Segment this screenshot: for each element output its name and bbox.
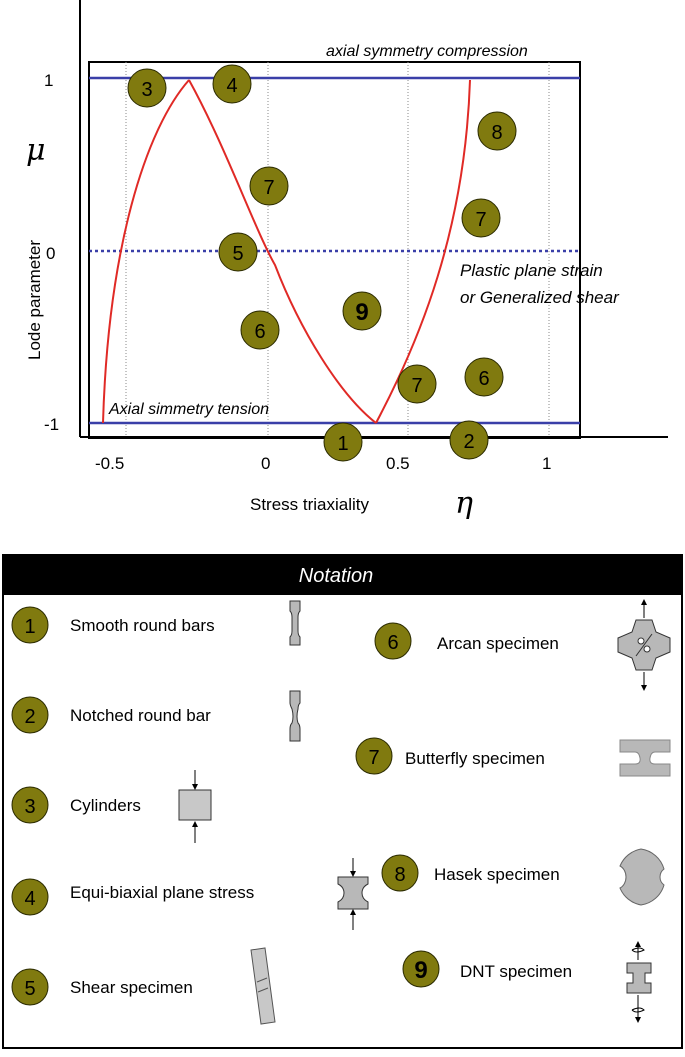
legend-label-5: Shear specimen xyxy=(70,978,193,997)
legend-item-5: 5 Shear specimen xyxy=(11,947,276,1025)
legend-item-9: 9 DNT specimen xyxy=(402,941,652,1023)
marker-3: 3 xyxy=(127,68,167,108)
x-tick-neg05: -0.5 xyxy=(95,454,124,473)
notched-round-bar-icon xyxy=(289,690,301,742)
svg-text:9: 9 xyxy=(355,299,368,326)
compression-label: axial symmetry compression xyxy=(326,43,528,60)
hasek-specimen-icon xyxy=(619,848,665,906)
svg-text:1: 1 xyxy=(337,433,348,455)
marker-9: 9 xyxy=(342,291,382,331)
y-tick-1: 1 xyxy=(44,71,53,90)
marker-7-lower: 7 xyxy=(397,364,437,404)
svg-text:7: 7 xyxy=(263,177,274,199)
plane-strain-label-1: Plastic plane strain xyxy=(460,261,603,280)
legend-label-3: Cylinders xyxy=(70,796,141,815)
plot-area: axial symmetry compression Axial simmetr… xyxy=(25,0,668,521)
shear-specimen-icon xyxy=(250,947,276,1025)
x-axis-symbol: η xyxy=(455,486,473,521)
arcan-specimen-icon xyxy=(617,599,671,691)
marker-6-left: 6 xyxy=(240,310,280,350)
x-tick-0: 0 xyxy=(261,454,270,473)
legend-item-3: 3 Cylinders xyxy=(11,770,212,843)
y-tick-neg1: -1 xyxy=(44,415,59,434)
marker-7-upper-right: 7 xyxy=(461,198,501,238)
svg-text:7: 7 xyxy=(368,747,379,769)
x-tick-05: 0.5 xyxy=(386,454,410,473)
svg-text:6: 6 xyxy=(254,321,265,343)
legend-item-7: 7 Butterfly specimen xyxy=(355,737,671,777)
legend-label-7: Butterfly specimen xyxy=(405,749,545,768)
legend-item-8: 8 Hasek specimen xyxy=(381,848,665,906)
legend-label-4: Equi-biaxial plane stress xyxy=(70,883,254,902)
legend-item-2: 2 Notched round bar xyxy=(11,690,301,742)
svg-text:1: 1 xyxy=(24,616,35,638)
svg-text:2: 2 xyxy=(24,706,35,728)
marker-1: 1 xyxy=(323,422,363,462)
marker-4: 4 xyxy=(212,64,252,104)
red-curve-left xyxy=(102,79,190,424)
notation-header xyxy=(2,554,683,594)
smooth-round-bar-icon xyxy=(289,600,301,646)
marker-5: 5 xyxy=(218,232,258,272)
svg-text:6: 6 xyxy=(387,632,398,654)
marker-2: 2 xyxy=(449,420,489,460)
x-tick-1: 1 xyxy=(542,454,551,473)
legend-label-1: Smooth round bars xyxy=(70,616,215,635)
y-axis-symbol: μ xyxy=(26,133,46,168)
legend-item-4: 4 Equi-biaxial plane stress xyxy=(11,858,369,930)
red-curve-right xyxy=(375,79,471,424)
svg-text:8: 8 xyxy=(394,864,405,886)
legend-label-8: Hasek specimen xyxy=(434,865,560,884)
legend-item-6: 6 Arcan specimen xyxy=(374,599,671,691)
marker-8: 8 xyxy=(477,111,517,151)
butterfly-specimen-icon xyxy=(619,739,671,777)
notation-panel: Notation 1 Smooth round bars 2 Notched r… xyxy=(2,554,683,1049)
svg-text:4: 4 xyxy=(226,75,237,97)
svg-text:9: 9 xyxy=(414,957,427,984)
legend-label-6: Arcan specimen xyxy=(437,634,559,653)
y-tick-0: 0 xyxy=(46,244,55,263)
marker-6-right: 6 xyxy=(464,357,504,397)
svg-text:4: 4 xyxy=(24,888,35,910)
legend-item-1: 1 Smooth round bars xyxy=(11,600,301,646)
legend-label-2: Notched round bar xyxy=(70,706,211,725)
svg-text:8: 8 xyxy=(491,122,502,144)
red-curve-middle xyxy=(188,79,377,424)
svg-text:5: 5 xyxy=(232,243,243,265)
dnt-specimen-icon xyxy=(626,941,652,1023)
tension-label: Axial simmetry tension xyxy=(108,401,269,418)
svg-text:7: 7 xyxy=(411,375,422,397)
cylinder-icon xyxy=(178,770,212,843)
svg-text:5: 5 xyxy=(24,978,35,1000)
notation-frame xyxy=(2,593,683,1049)
marker-7-upper-left: 7 xyxy=(249,166,289,206)
svg-text:3: 3 xyxy=(24,796,35,818)
x-axis-label: Stress triaxiality xyxy=(250,495,370,514)
legend-label-9: DNT specimen xyxy=(460,962,572,981)
equi-biaxial-specimen-icon xyxy=(337,858,369,930)
plane-strain-label-2: or Generalized shear xyxy=(460,288,620,307)
svg-text:7: 7 xyxy=(475,209,486,231)
y-axis-label: Lode parameter xyxy=(25,240,44,360)
svg-text:3: 3 xyxy=(141,79,152,101)
notation-title: Notation xyxy=(299,565,374,587)
svg-text:2: 2 xyxy=(463,431,474,453)
svg-text:6: 6 xyxy=(478,368,489,390)
